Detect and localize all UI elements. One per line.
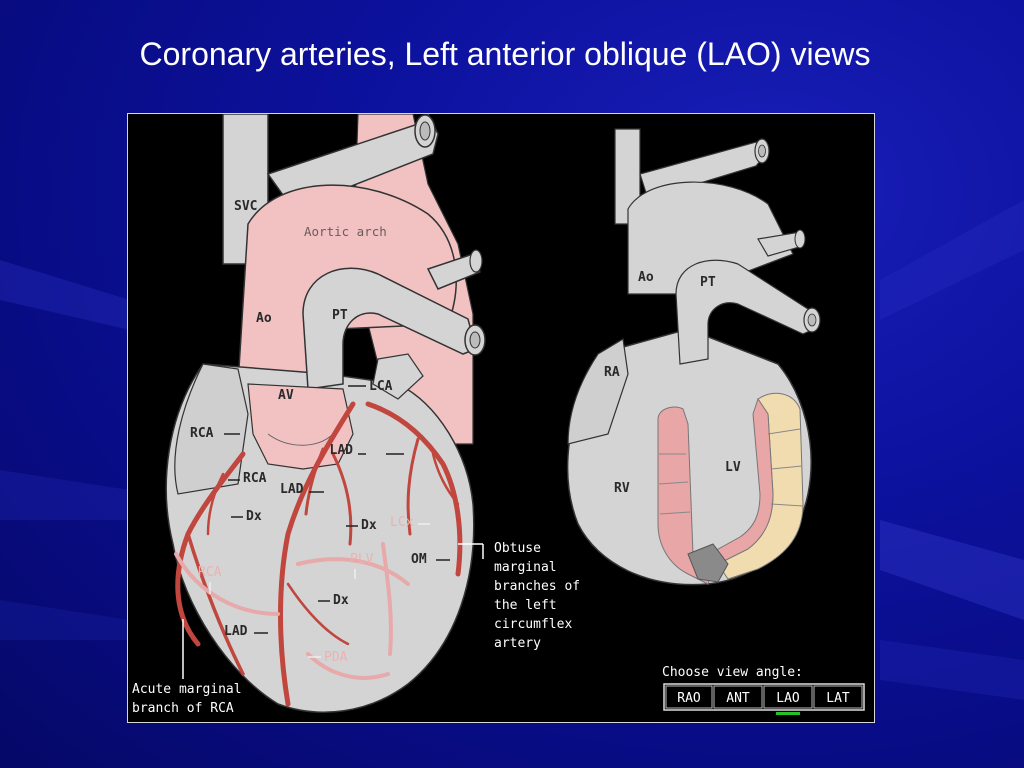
lv-apex xyxy=(687,543,729,583)
label-dx-3: Dx xyxy=(333,593,349,608)
view-button-rao[interactable]: RAO xyxy=(665,685,713,709)
slide-title: Coronary arteries, Left anterior oblique… xyxy=(139,36,871,72)
acute-marginal xyxy=(186,532,245,676)
posterior-branches xyxy=(174,542,410,680)
acute-line-1: Acute marginal xyxy=(132,682,242,697)
acute-marginal-callout: Acute marginal branch of RCA xyxy=(132,682,242,716)
arch-branch-vessel xyxy=(426,253,481,290)
heart-figure-panel: SVC Aortic arch Ao PT AV LCA RCA LAD RCA… xyxy=(127,113,875,723)
lao-heart-small: Ao PT RA RV LV xyxy=(566,128,821,586)
lad-main xyxy=(278,401,356,707)
label-av: AV xyxy=(278,388,294,403)
obtuse-line-1: Obtuse xyxy=(494,541,541,556)
view-selector: Choose view angle: RAO ANT LAO LAT xyxy=(662,665,865,715)
left-atrial-appendage xyxy=(372,353,424,400)
view-button-lao-label: LAO xyxy=(776,691,800,706)
label-lad-top: LAD xyxy=(330,443,354,458)
label-ra: RA xyxy=(604,365,620,380)
label-aortic-arch: Aortic arch xyxy=(304,224,387,239)
label-pda: PDA xyxy=(324,650,348,665)
obtuse-line-3: branches of xyxy=(494,579,580,594)
right-atrium-left xyxy=(174,363,249,495)
label-ao-small: Ao xyxy=(638,270,654,285)
small-pulmonary-trunk xyxy=(675,259,815,365)
label-lad-low: LAD xyxy=(224,624,248,639)
view-button-ant-label: ANT xyxy=(726,691,750,706)
label-ao-left: Ao xyxy=(256,311,272,326)
obtuse-line-4: the left xyxy=(494,598,557,613)
obtuse-line-2: marginal xyxy=(494,560,557,575)
label-rv: RV xyxy=(614,481,630,496)
obtuse-line-6: artery xyxy=(494,636,541,651)
label-rca-top: RCA xyxy=(190,426,214,441)
coronary-arteries xyxy=(175,401,463,707)
small-right-atrium xyxy=(567,338,629,445)
selected-view-indicator xyxy=(776,712,800,715)
view-button-lao[interactable]: LAO xyxy=(763,685,813,709)
acute-line-2: branch of RCA xyxy=(132,701,234,716)
lao-heart-large: SVC Aortic arch Ao PT AV LCA RCA LAD RCA… xyxy=(165,114,486,713)
label-lv: LV xyxy=(725,460,741,475)
label-rca-low: RCA xyxy=(198,565,222,580)
label-dx-2: Dx xyxy=(361,518,377,533)
view-button-rao-label: RAO xyxy=(677,691,701,706)
label-dx-1: Dx xyxy=(246,509,262,524)
view-button-lat-label: LAT xyxy=(826,691,850,706)
label-om: OM xyxy=(411,552,427,567)
view-selector-prompt: Choose view angle: xyxy=(662,665,803,680)
label-lca: LCA xyxy=(369,379,393,394)
label-lcx: LCx xyxy=(390,515,414,530)
label-pt-small: PT xyxy=(700,275,716,290)
label-lad-mid: LAD xyxy=(280,482,304,497)
label-pt-left: PT xyxy=(332,308,348,323)
obtuse-marginal-callout: Obtuse marginal branches of the left cir… xyxy=(494,541,580,651)
view-button-lat[interactable]: LAT xyxy=(813,685,863,709)
label-svc: SVC xyxy=(234,199,257,214)
label-plv: PLV xyxy=(350,552,374,567)
view-button-ant[interactable]: ANT xyxy=(713,685,763,709)
label-rca-mid: RCA xyxy=(243,471,267,486)
lcx-main xyxy=(365,401,463,577)
obtuse-line-5: circumflex xyxy=(494,617,572,632)
heart-illustrations: SVC Aortic arch Ao PT AV LCA RCA LAD RCA… xyxy=(132,114,865,716)
